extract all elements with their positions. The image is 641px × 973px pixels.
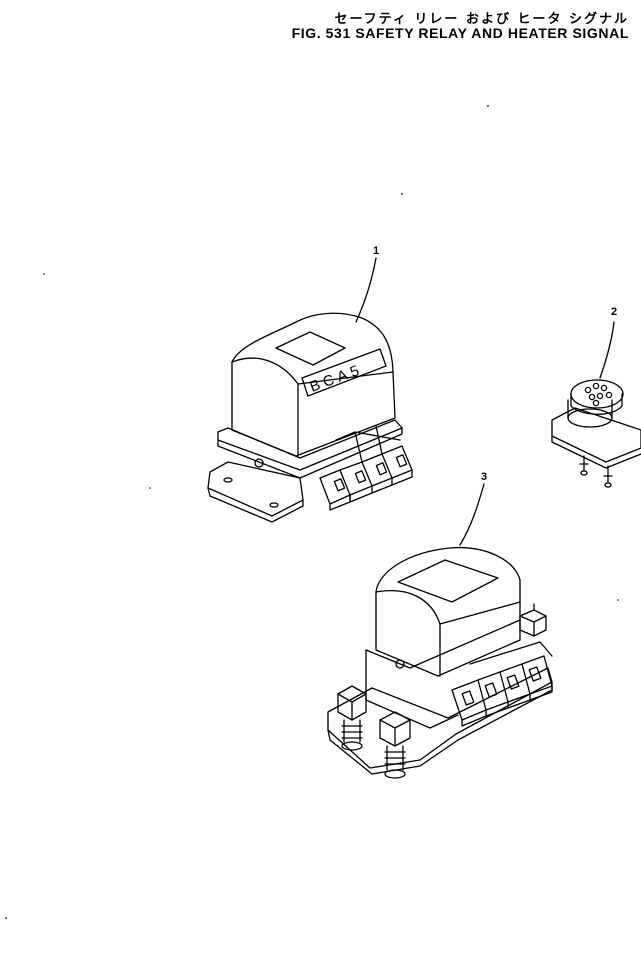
signal-2-bracket (551, 407, 641, 463)
signal-2-holes (584, 382, 613, 407)
callout-3: 3 (481, 471, 488, 483)
signal-2-body (567, 399, 613, 419)
relay-3-stud-left (337, 685, 367, 751)
leader-line-3 (459, 483, 485, 546)
relay-3-connectors (451, 641, 553, 727)
relay-3-stud-front (379, 711, 411, 779)
relay-1-base (217, 419, 403, 471)
relay-1-label-plate (301, 348, 387, 397)
relay-3-base (327, 667, 553, 769)
scan-specks (5, 105, 619, 919)
leader-line-2 (599, 321, 615, 379)
relay-1-housing (231, 361, 396, 457)
safety-relay-part-1: BCA5 (207, 257, 413, 523)
figure-title: FIG. 531 SAFETY RELAY AND HEATER SIGNAL (291, 25, 629, 41)
heater-signal-part-2 (551, 321, 641, 488)
relay-3-stud-right (519, 603, 547, 637)
heater-relay-part-3 (327, 483, 553, 779)
relay-1-top-window (275, 331, 346, 366)
relay-1-connectors (319, 425, 413, 511)
relay-1-marking: BCA5 (308, 361, 366, 396)
callout-1: 1 (373, 245, 380, 257)
leader-line-1 (355, 257, 377, 323)
callout-2: 2 (611, 306, 618, 318)
relay-1-mount-bracket (207, 461, 304, 517)
figure-title-japanese: セーフティ リレー および ヒータ シグナル (334, 12, 629, 27)
relay-3-top-window (397, 559, 499, 603)
